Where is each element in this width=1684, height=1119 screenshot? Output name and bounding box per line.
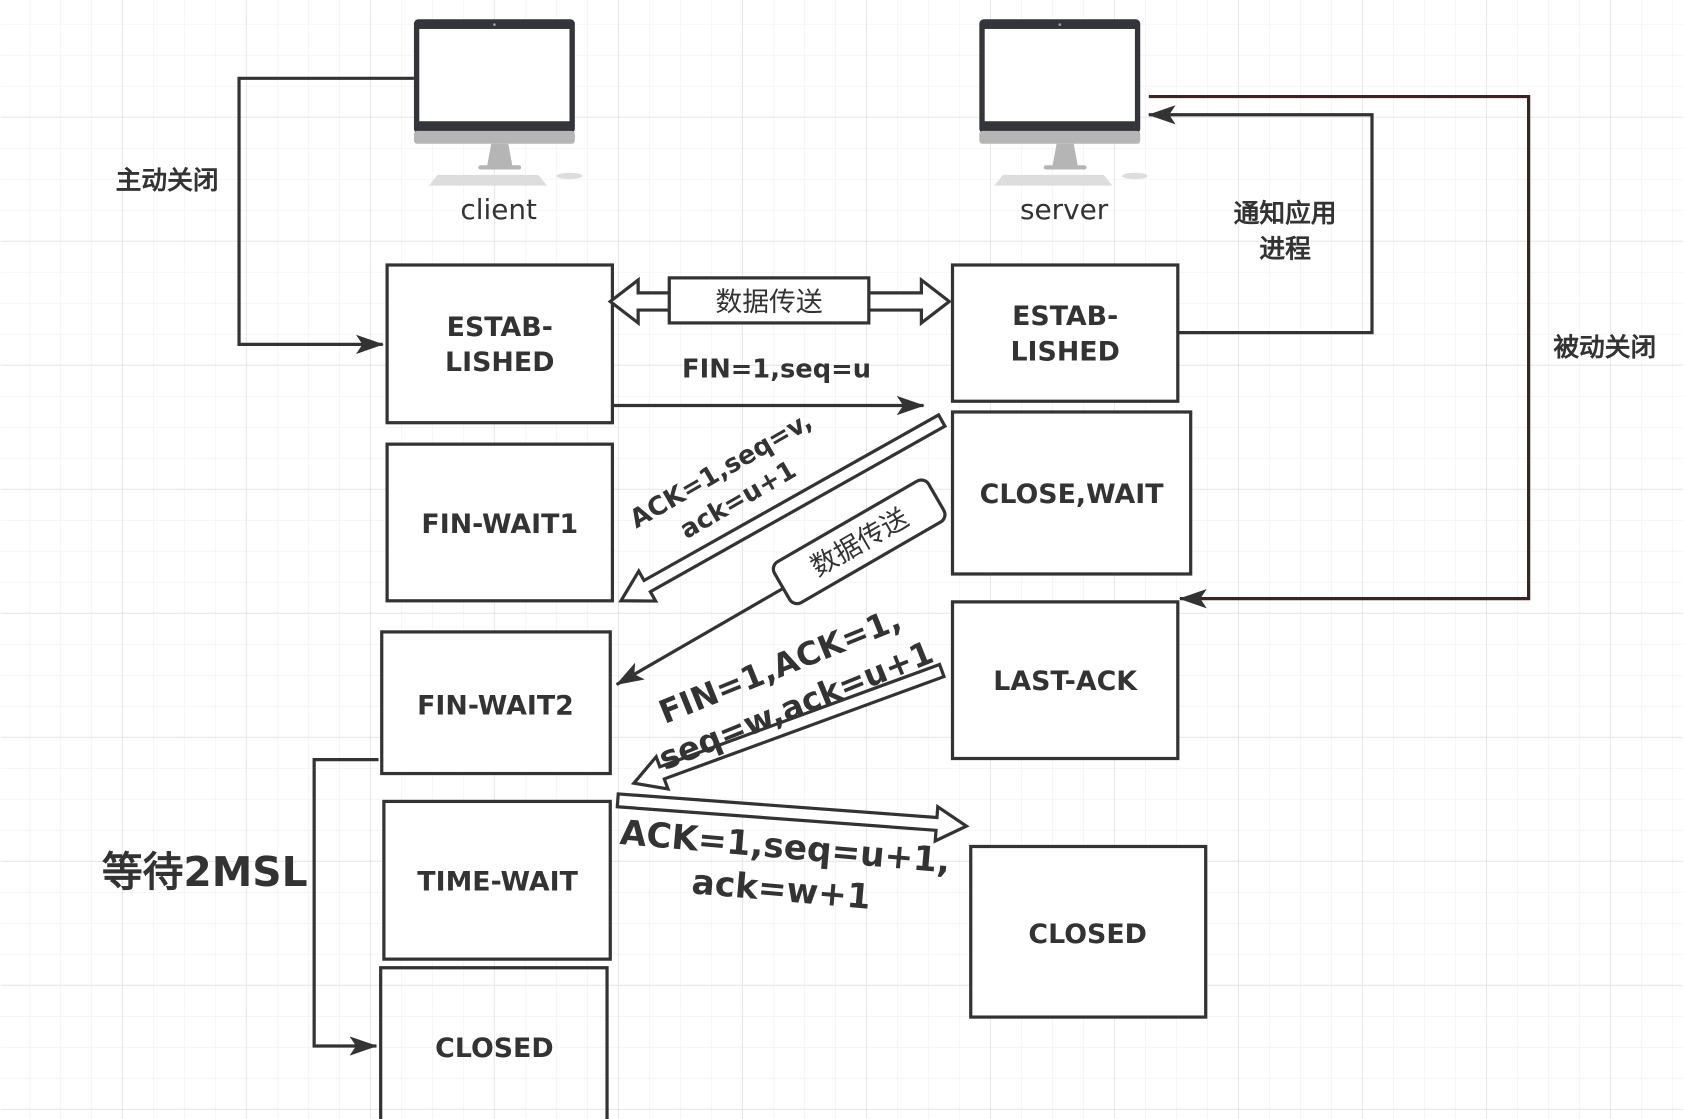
wait-2msl-connector [312, 757, 379, 1056]
server-label: server [1020, 193, 1109, 226]
svg-text:CLOSED: CLOSED [1028, 919, 1146, 950]
client-computer-icon [413, 19, 583, 186]
server-computer-icon [979, 19, 1148, 186]
svg-text:LAST-ACK: LAST-ACK [993, 666, 1138, 697]
active-close-label: 主动关闭 [116, 166, 219, 196]
svg-text:CLOSE,WAIT: CLOSE,WAIT [980, 479, 1165, 510]
notify-app-connector [1147, 105, 1374, 335]
svg-text:FIN-WAIT2: FIN-WAIT2 [417, 691, 574, 722]
svg-text:ESTAB-: ESTAB- [447, 312, 553, 343]
client-state-fin-wait2: FIN-WAIT2 [380, 630, 612, 776]
client-label: client [460, 193, 537, 226]
server-state-established: ESTAB- LISHED [950, 263, 1180, 403]
client-state-fin-wait1: FIN-WAIT1 [385, 442, 615, 603]
active-close-connector [237, 76, 414, 355]
server-state-last-ack: LAST-ACK [950, 600, 1180, 761]
server-state-close-wait: CLOSE,WAIT [950, 410, 1193, 576]
passive-close-connector [1148, 94, 1531, 609]
svg-text:LISHED: LISHED [1010, 336, 1119, 367]
notify-process-label: 进程 [1259, 234, 1311, 264]
server-state-closed: CLOSED [969, 844, 1208, 1019]
data-transfer-arrow-diagonal [615, 583, 791, 686]
svg-text:FIN-WAIT1: FIN-WAIT1 [421, 509, 578, 540]
notify-app-label: 通知应用 [1234, 198, 1337, 229]
client-state-time-wait: TIME-WAIT [382, 799, 612, 961]
client-state-established: ESTAB- LISHED [385, 263, 615, 425]
fin2-hollow-arrow [630, 662, 947, 792]
passive-close-label: 被动关闭 [1553, 333, 1656, 363]
ack2-hollow-arrow [615, 792, 970, 844]
svg-text:CLOSED: CLOSED [435, 1033, 553, 1064]
fin1-label: FIN=1,seq=u [682, 355, 871, 385]
ack1-hollow-arrow [618, 412, 948, 603]
data-transfer-label-top: 数据传送 [667, 276, 871, 325]
svg-text:ESTAB-: ESTAB- [1012, 301, 1118, 332]
svg-text:数据传送: 数据传送 [715, 287, 822, 318]
svg-text:LISHED: LISHED [445, 347, 554, 378]
svg-text:TIME-WAIT: TIME-WAIT [417, 866, 578, 897]
client-state-closed: CLOSED [379, 966, 609, 1119]
wait-2msl-label: 等待2MSL [102, 848, 308, 896]
